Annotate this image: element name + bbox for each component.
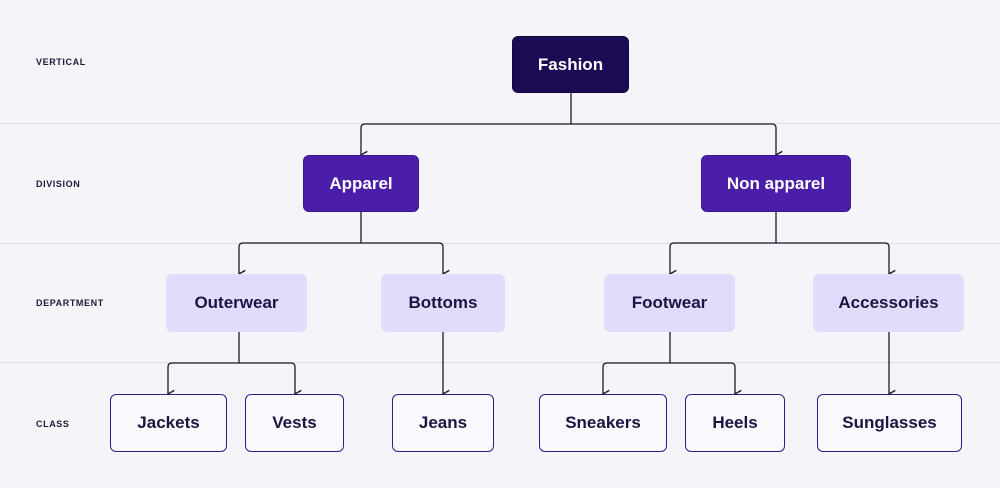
node-bottoms: Bottoms bbox=[381, 274, 505, 332]
node-sunglasses: Sunglasses bbox=[817, 394, 962, 452]
node-outerwear: Outerwear bbox=[166, 274, 307, 332]
node-footwear: Footwear bbox=[604, 274, 735, 332]
node-fashion: Fashion bbox=[512, 36, 629, 93]
band-divider-3 bbox=[0, 362, 1000, 363]
edge-fashion-nonapparel bbox=[571, 123, 776, 155]
edge-outerwear-jackets bbox=[168, 332, 240, 394]
edge-outerwear-vests bbox=[239, 362, 295, 394]
node-jeans: Jeans bbox=[392, 394, 494, 452]
edge-apparel-outerwear bbox=[239, 212, 362, 274]
edge-footwear-sneakers bbox=[603, 332, 671, 394]
band-divider-2 bbox=[0, 243, 1000, 244]
level-label-class: CLASS bbox=[36, 419, 70, 429]
level-label-division: DIVISION bbox=[36, 179, 81, 189]
edge-apparel-bottoms bbox=[361, 242, 443, 274]
node-non-apparel: Non apparel bbox=[701, 155, 851, 212]
node-jackets: Jackets bbox=[110, 394, 227, 452]
edge-nonapparel-footwear bbox=[670, 212, 777, 274]
edge-fashion-apparel bbox=[361, 93, 572, 155]
node-accessories: Accessories bbox=[813, 274, 964, 332]
node-apparel: Apparel bbox=[303, 155, 419, 212]
edge-nonapparel-accessories bbox=[776, 242, 889, 274]
node-heels: Heels bbox=[685, 394, 785, 452]
node-sneakers: Sneakers bbox=[539, 394, 667, 452]
level-label-vertical: VERTICAL bbox=[36, 57, 86, 67]
node-vests: Vests bbox=[245, 394, 344, 452]
level-label-department: DEPARTMENT bbox=[36, 298, 104, 308]
edge-footwear-heels bbox=[670, 362, 735, 394]
